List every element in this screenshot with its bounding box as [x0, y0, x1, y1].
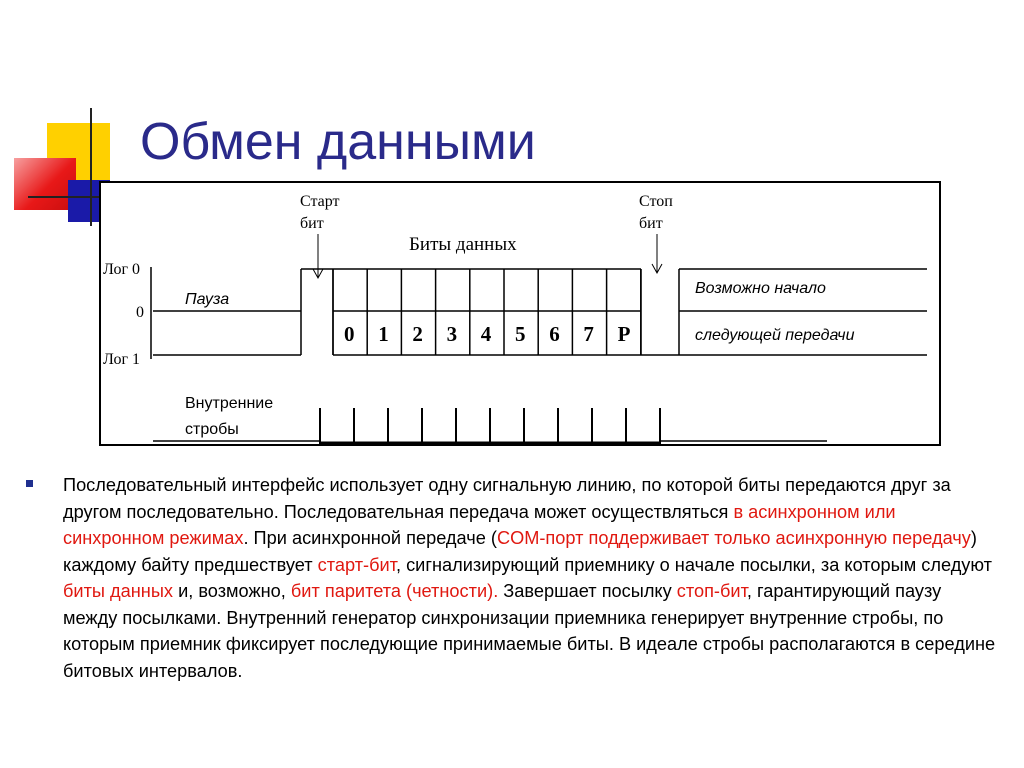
strobes-label-2: стробы	[185, 421, 239, 438]
highlighted-text: COM-порт поддерживает только асинхронную…	[496, 528, 971, 548]
timing-diagram: Лог 0 0 Лог 1 Старт бит Стоп бит Биты да…	[99, 181, 941, 446]
label-log0: Лог 0	[103, 261, 140, 278]
text-segment: ) каждому байту предшествует	[63, 528, 977, 575]
highlighted-text: биты данных	[63, 581, 174, 601]
highlighted-text: старт-бит	[317, 554, 396, 575]
pause-label: Пауза	[185, 291, 229, 308]
bit-number: 7	[583, 322, 594, 346]
bit-dividers	[332, 269, 642, 355]
text-segment: , сигнализирующий приемнику о начале пос…	[395, 554, 992, 575]
bullet-paragraph: Последовательный интерфейс использует од…	[63, 472, 998, 684]
stop-bit-label-2: бит	[639, 215, 663, 232]
data-bits-label: Биты данных	[409, 234, 517, 255]
label-zero: 0	[136, 304, 144, 321]
decor-red-square	[14, 158, 76, 210]
text-segment: . При асинхронной передаче (	[243, 528, 497, 548]
decor-horizontal-line	[28, 196, 130, 198]
bit-number: 5	[515, 322, 526, 346]
highlighted-text: в асинхронном или синхронном режимах	[63, 501, 896, 549]
strobes	[319, 408, 661, 443]
text-segment: , гарантирующий паузу между посылками. В…	[63, 581, 996, 681]
highlighted-text: бит паритета (четности).	[290, 581, 499, 601]
decor-vertical-line	[90, 108, 92, 226]
slide-title: Обмен данными	[140, 113, 536, 171]
bit-number: 0	[344, 322, 355, 346]
bullet-icon	[26, 480, 33, 487]
start-bit-arrowhead	[312, 268, 324, 280]
bit-number: 1	[378, 322, 389, 346]
bit-number: 2	[412, 322, 423, 346]
start-bit-label-2: бит	[300, 215, 324, 232]
bit-number: P	[618, 322, 631, 346]
highlighted-text: стоп-бит	[676, 581, 747, 601]
start-bit-label-1: Старт	[300, 193, 340, 210]
stop-bit-label-1: Стоп	[639, 193, 673, 210]
bit-number: 6	[549, 322, 560, 346]
text-segment: Последовательный интерфейс использует од…	[63, 475, 951, 522]
stop-bit-arrowhead	[651, 263, 663, 275]
bit-number: 3	[447, 322, 458, 346]
next-label-2: следующей передачи	[695, 327, 855, 344]
label-log1: Лог 1	[103, 351, 140, 368]
bit-number: 4	[481, 322, 492, 346]
strobes-label-1: Внутренние	[185, 395, 273, 412]
text-segment: и, возможно,	[173, 581, 291, 601]
timing-diagram-svg: Лог 0 0 Лог 1 Старт бит Стоп бит Биты да…	[103, 193, 927, 444]
next-label-1: Возможно начало	[695, 280, 826, 297]
text-segment: Завершает посылку	[498, 581, 677, 601]
signal-waveform	[153, 268, 927, 356]
